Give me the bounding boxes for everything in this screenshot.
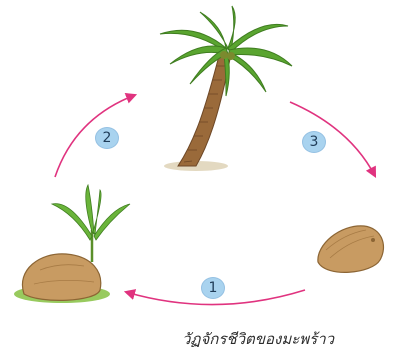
diagram-caption: วัฏจักรชีวิตของมะพร้าว xyxy=(182,327,392,351)
coconut-fruit-illustration xyxy=(318,226,384,272)
palm-tree-illustration xyxy=(160,6,292,171)
step-badge-1: 1 xyxy=(201,277,225,299)
step-badge-2: 2 xyxy=(95,127,119,149)
step-badge-3: 3 xyxy=(302,131,326,153)
sprouting-coconut-illustration xyxy=(14,185,130,303)
